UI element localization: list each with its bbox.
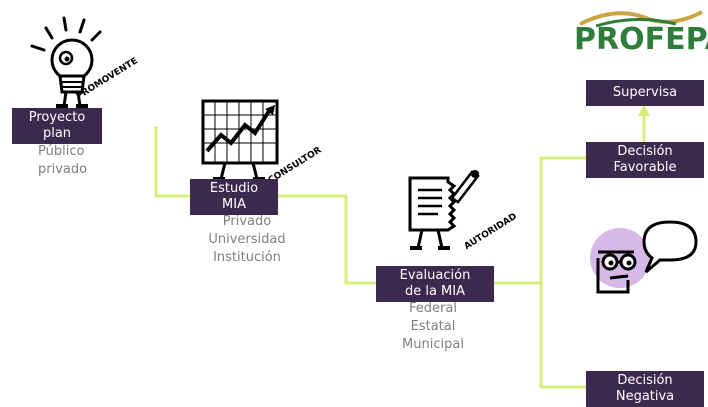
node-proyecto-sub2: privado <box>38 162 88 177</box>
node-estudio-line2: MIA <box>222 197 246 212</box>
node-favorable-line1: Decisión <box>617 144 673 159</box>
profepa-logo: PROFEPA <box>574 22 708 57</box>
lightbulb-icon <box>30 16 102 108</box>
node-estudio-sub1: Privado <box>222 214 272 229</box>
document-pen-icon <box>408 170 480 250</box>
node-estudio-line1: Estudio <box>209 181 259 196</box>
node-estudio-sub3: Institución <box>213 250 281 265</box>
node-estudio-subtext: Privado Universidad Institución <box>192 213 302 267</box>
connector-to-favorable <box>539 156 586 283</box>
node-favorable-line2: Favorable <box>613 160 677 175</box>
connector-proyecto-estudio <box>154 126 190 198</box>
node-evaluacion-sub2: Estatal <box>410 319 456 334</box>
node-evaluacion-mia: Evaluación de la MIA <box>376 266 494 302</box>
node-negativa-line1: Decisión <box>617 373 673 388</box>
profepa-logo-swoosh <box>579 10 703 28</box>
speaking-face-icon <box>590 220 698 294</box>
node-evaluacion-sub3: Municipal <box>402 337 464 352</box>
node-supervisa-line1: Supervisa <box>612 85 678 100</box>
chart-monitor-icon <box>201 99 279 181</box>
node-supervisa: Supervisa <box>586 80 704 106</box>
node-estudio-mia: Estudio MIA <box>190 179 278 215</box>
node-decision-favorable: Decisión Favorable <box>586 142 704 178</box>
arrowhead-supervisa <box>638 104 650 116</box>
node-evaluacion-line1: Evaluación <box>399 268 471 283</box>
node-proyecto-sub1: Público <box>38 144 85 159</box>
node-estudio-sub2: Universidad <box>208 232 286 247</box>
node-proyecto-line2: plan <box>42 126 72 141</box>
node-evaluacion-line2: de la MIA <box>404 284 466 299</box>
connector-estudio-evaluacion <box>278 194 376 285</box>
node-proyecto-line1: Proyecto <box>28 110 86 125</box>
connector-to-negativa <box>539 283 586 389</box>
node-proyecto-subtext: Público privado <box>38 143 98 179</box>
node-decision-negativa: Decisión Negativa <box>586 371 704 407</box>
node-evaluacion-sub1: Federal <box>409 301 457 316</box>
node-proyecto-plan: Proyecto plan <box>12 108 102 144</box>
node-evaluacion-subtext: Federal Estatal Municipal <box>378 300 488 354</box>
node-negativa-line2: Negativa <box>615 389 675 404</box>
